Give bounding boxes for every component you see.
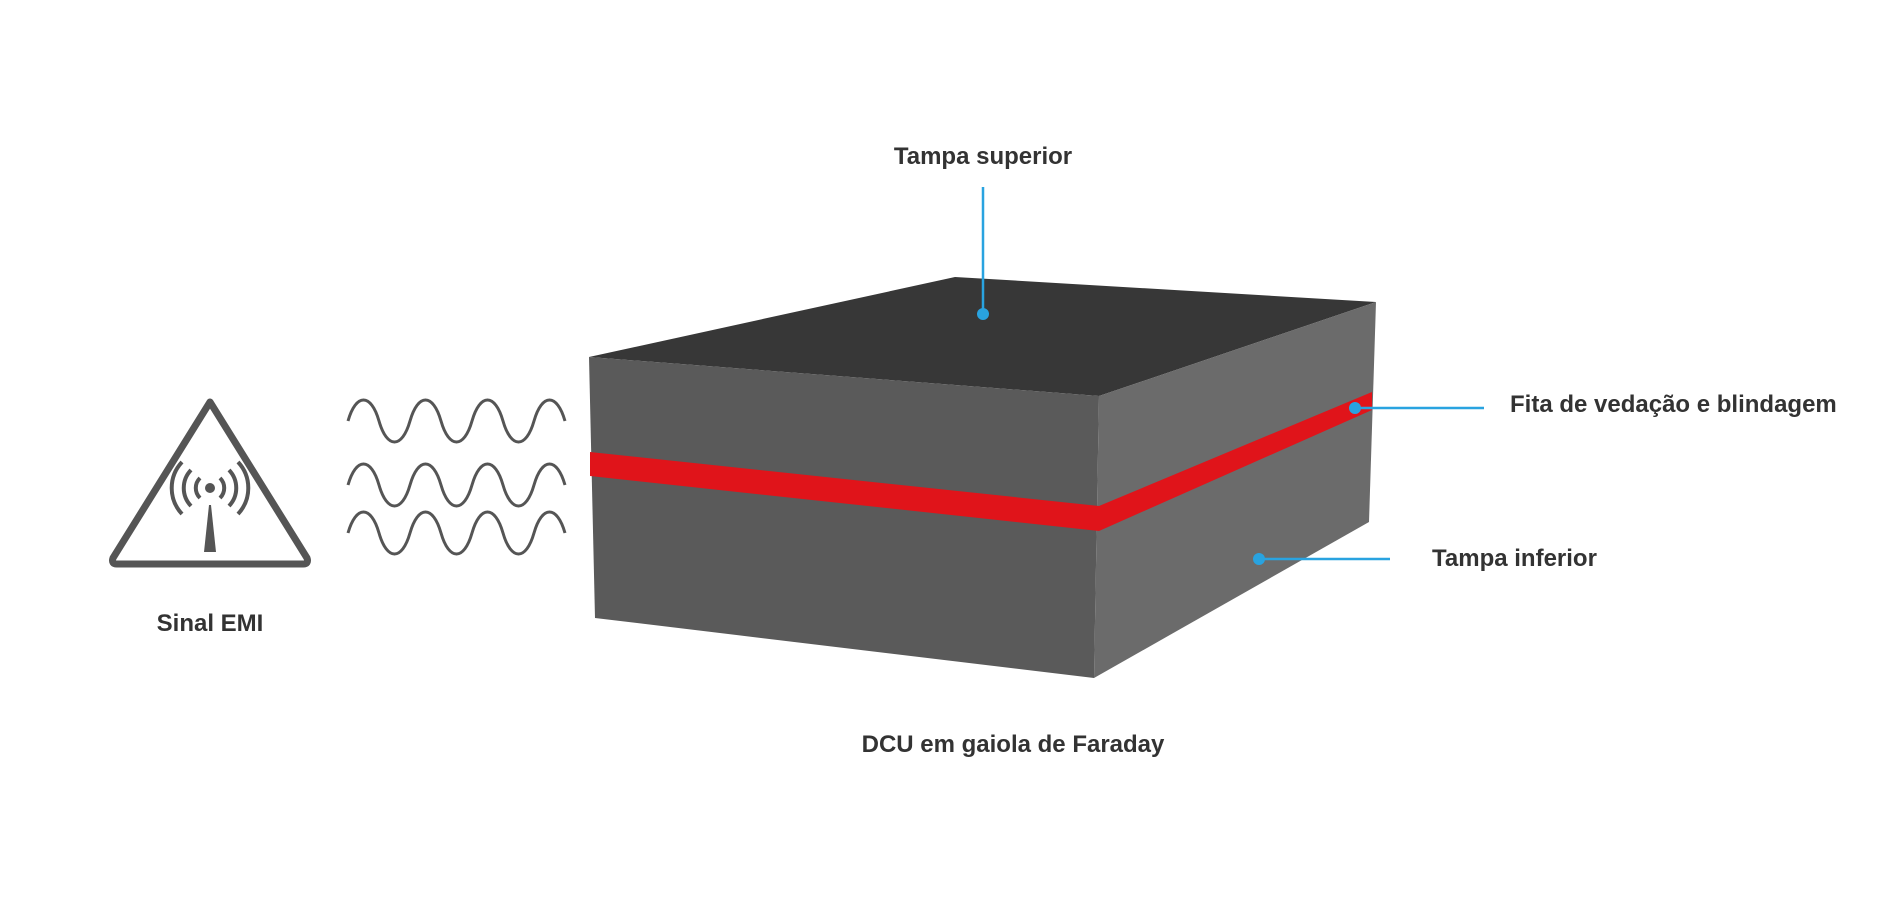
side-face	[1094, 302, 1376, 678]
top-cover-label: Tampa superior	[894, 143, 1072, 170]
emi-signal-label: Sinal EMI	[157, 610, 264, 637]
callout-bottom-cover: Tampa inferior	[1253, 545, 1597, 572]
top-cover-face	[589, 277, 1376, 396]
callout-dot	[1349, 402, 1361, 414]
callout-sealing-tape: Fita de vedação e blindagem	[1349, 391, 1837, 418]
dcu-box	[589, 277, 1376, 678]
sine-wave-icon	[346, 462, 567, 508]
bottom-cover-label: Tampa inferior	[1432, 545, 1597, 572]
callout-top-cover: Tampa superior	[894, 143, 1072, 320]
sealing-tape-label: Fita de vedação e blindagem	[1510, 391, 1837, 418]
sine-wave-icon	[346, 510, 567, 556]
diagram-caption: DCU em gaiola de Faraday	[862, 731, 1165, 758]
callout-dot	[1253, 553, 1265, 565]
sine-wave-icon	[346, 398, 567, 444]
emi-warning-icon	[109, 398, 311, 568]
emi-wave-icons	[346, 398, 567, 556]
callout-dot	[977, 308, 989, 320]
front-face	[589, 357, 1099, 678]
sealing-tape-strip	[590, 392, 1372, 531]
